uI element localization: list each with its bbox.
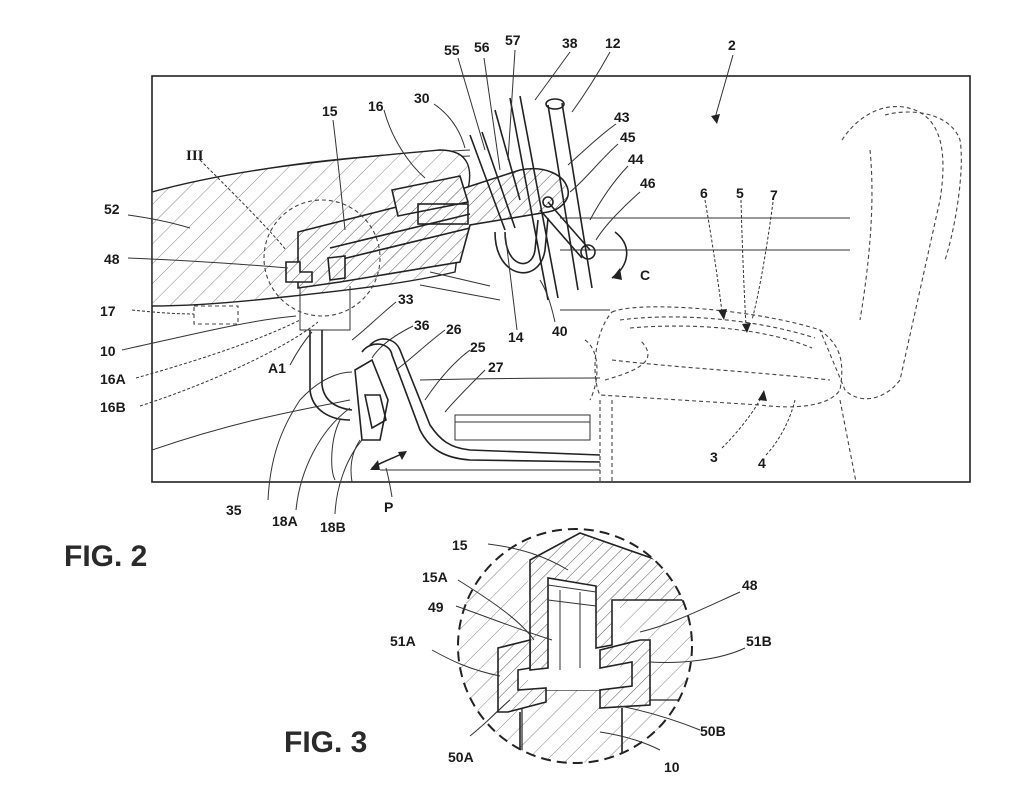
fig3-view: 15 15A 49 48 51A 51B 50A 50B 10 FIG. 3: [284, 528, 772, 775]
label-56: 56: [474, 39, 490, 55]
label-15: 15: [322, 103, 338, 119]
fig3-label-51A: 51A: [390, 633, 416, 649]
fig3-label-51B: 51B: [746, 633, 772, 649]
fig3-rail-50A: [497, 638, 547, 713]
label-40: 40: [552, 323, 568, 339]
fig3-label-50B: 50B: [700, 723, 726, 739]
label-27: 27: [488, 359, 504, 375]
label-26: 26: [446, 321, 462, 337]
fig2-leaders: [121, 49, 796, 515]
fig3-label-49: 49: [428, 599, 444, 615]
fig2-view: 2 12 38 57 56 55 30 16 15 43 45 44 46 II…: [64, 32, 971, 573]
label-33: 33: [398, 291, 414, 307]
label-10: 10: [100, 343, 116, 359]
label-C: C: [640, 267, 650, 283]
seat-back: [819, 106, 944, 400]
label-18B: 18B: [320, 519, 346, 535]
label-III: III: [186, 148, 204, 164]
fig2-caption: FIG. 2: [64, 540, 147, 573]
fig3-rail-50B: [599, 639, 651, 709]
fig2-labels: 2 12 38 57 56 55 30 16 15 43 45 44 46 II…: [100, 32, 778, 535]
fig3-label-50A: 50A: [448, 749, 474, 765]
fig3-label-10: 10: [664, 759, 680, 775]
label-A1: A1: [268, 360, 286, 376]
label-2: 2: [728, 37, 736, 53]
fig3-label-48: 48: [742, 577, 758, 593]
label-5: 5: [736, 185, 744, 201]
label-18A: 18A: [272, 513, 298, 529]
label-52: 52: [104, 201, 120, 217]
label-43: 43: [614, 109, 630, 125]
label-P: P: [384, 499, 393, 515]
label-38: 38: [562, 35, 578, 51]
label-16B: 16B: [100, 399, 126, 415]
label-25: 25: [470, 339, 486, 355]
label-44: 44: [628, 151, 644, 167]
fig3-label-15: 15: [452, 537, 468, 553]
label-57: 57: [505, 32, 521, 48]
label-7: 7: [770, 187, 778, 203]
label-36: 36: [414, 317, 430, 333]
fig3-caption: FIG. 3: [284, 726, 367, 759]
label-46: 46: [640, 175, 656, 191]
label-4: 4: [758, 455, 766, 471]
label-30: 30: [414, 90, 430, 106]
lever-12: [547, 104, 579, 291]
fig3-leaders: [431, 543, 746, 751]
label-14: 14: [508, 329, 524, 345]
label-35: 35: [226, 502, 242, 518]
label-6: 6: [700, 185, 708, 201]
pedal-18: [354, 358, 389, 441]
pedal-arm-25: [369, 338, 601, 456]
label-17: 17: [100, 303, 116, 319]
fig3-detail-circle: [457, 528, 693, 764]
label-16A: 16A: [100, 371, 126, 387]
label-55: 55: [444, 42, 460, 58]
label-48: 48: [104, 251, 120, 267]
label-16: 16: [368, 98, 384, 114]
seat-cushion: [594, 306, 843, 408]
label-45: 45: [620, 129, 636, 145]
label-12: 12: [605, 35, 621, 51]
detail-circle-III: [263, 199, 381, 317]
label-3: 3: [710, 449, 718, 465]
fig3-label-15A: 15A: [422, 569, 448, 585]
fig3-labels: 15 15A 49 48 51A 51B 50A 50B 10: [390, 537, 772, 775]
